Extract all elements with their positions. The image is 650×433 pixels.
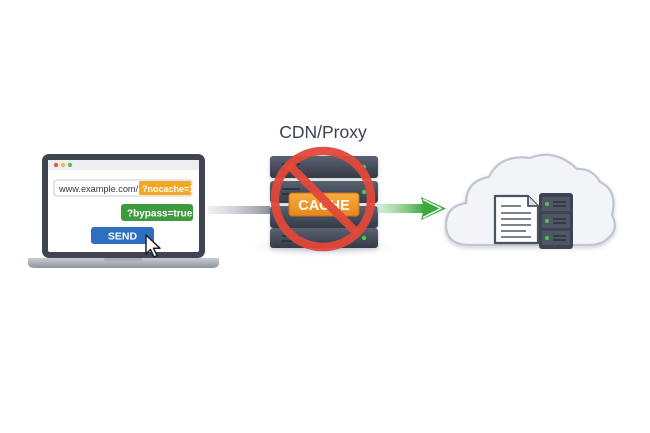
document-icon (493, 194, 540, 245)
laptop-trackpad-notch (104, 258, 142, 261)
cdn-proxy: CDN/Proxy CACHE (247, 122, 399, 259)
url-param-highlight (139, 181, 191, 195)
bypass-param-tag (121, 204, 193, 221)
laptop: www.example.com/ ?nocache=1 ?bypass=true… (28, 154, 219, 268)
send-button-label: SEND (108, 231, 138, 243)
send-button[interactable] (91, 227, 154, 244)
request-arrow (208, 206, 270, 214)
origin-cloud (444, 153, 617, 249)
bypass-param-text: ?bypass=true (127, 209, 193, 220)
no-entry-icon (270, 146, 376, 252)
browser-close-dot (53, 162, 59, 168)
cdn-title: CDN/Proxy (279, 122, 367, 142)
browser-title-bar (48, 160, 199, 170)
address-bar-url: www.example.com/ (58, 184, 139, 194)
browser-maximize-dot (67, 162, 73, 168)
browser-minimize-dot (60, 162, 66, 168)
server-icon (539, 193, 573, 249)
mouse-pointer-icon (145, 234, 161, 258)
laptop-base (28, 258, 219, 268)
forward-arrow (377, 197, 446, 220)
url-param-text: ?nocache=1 (142, 184, 194, 194)
